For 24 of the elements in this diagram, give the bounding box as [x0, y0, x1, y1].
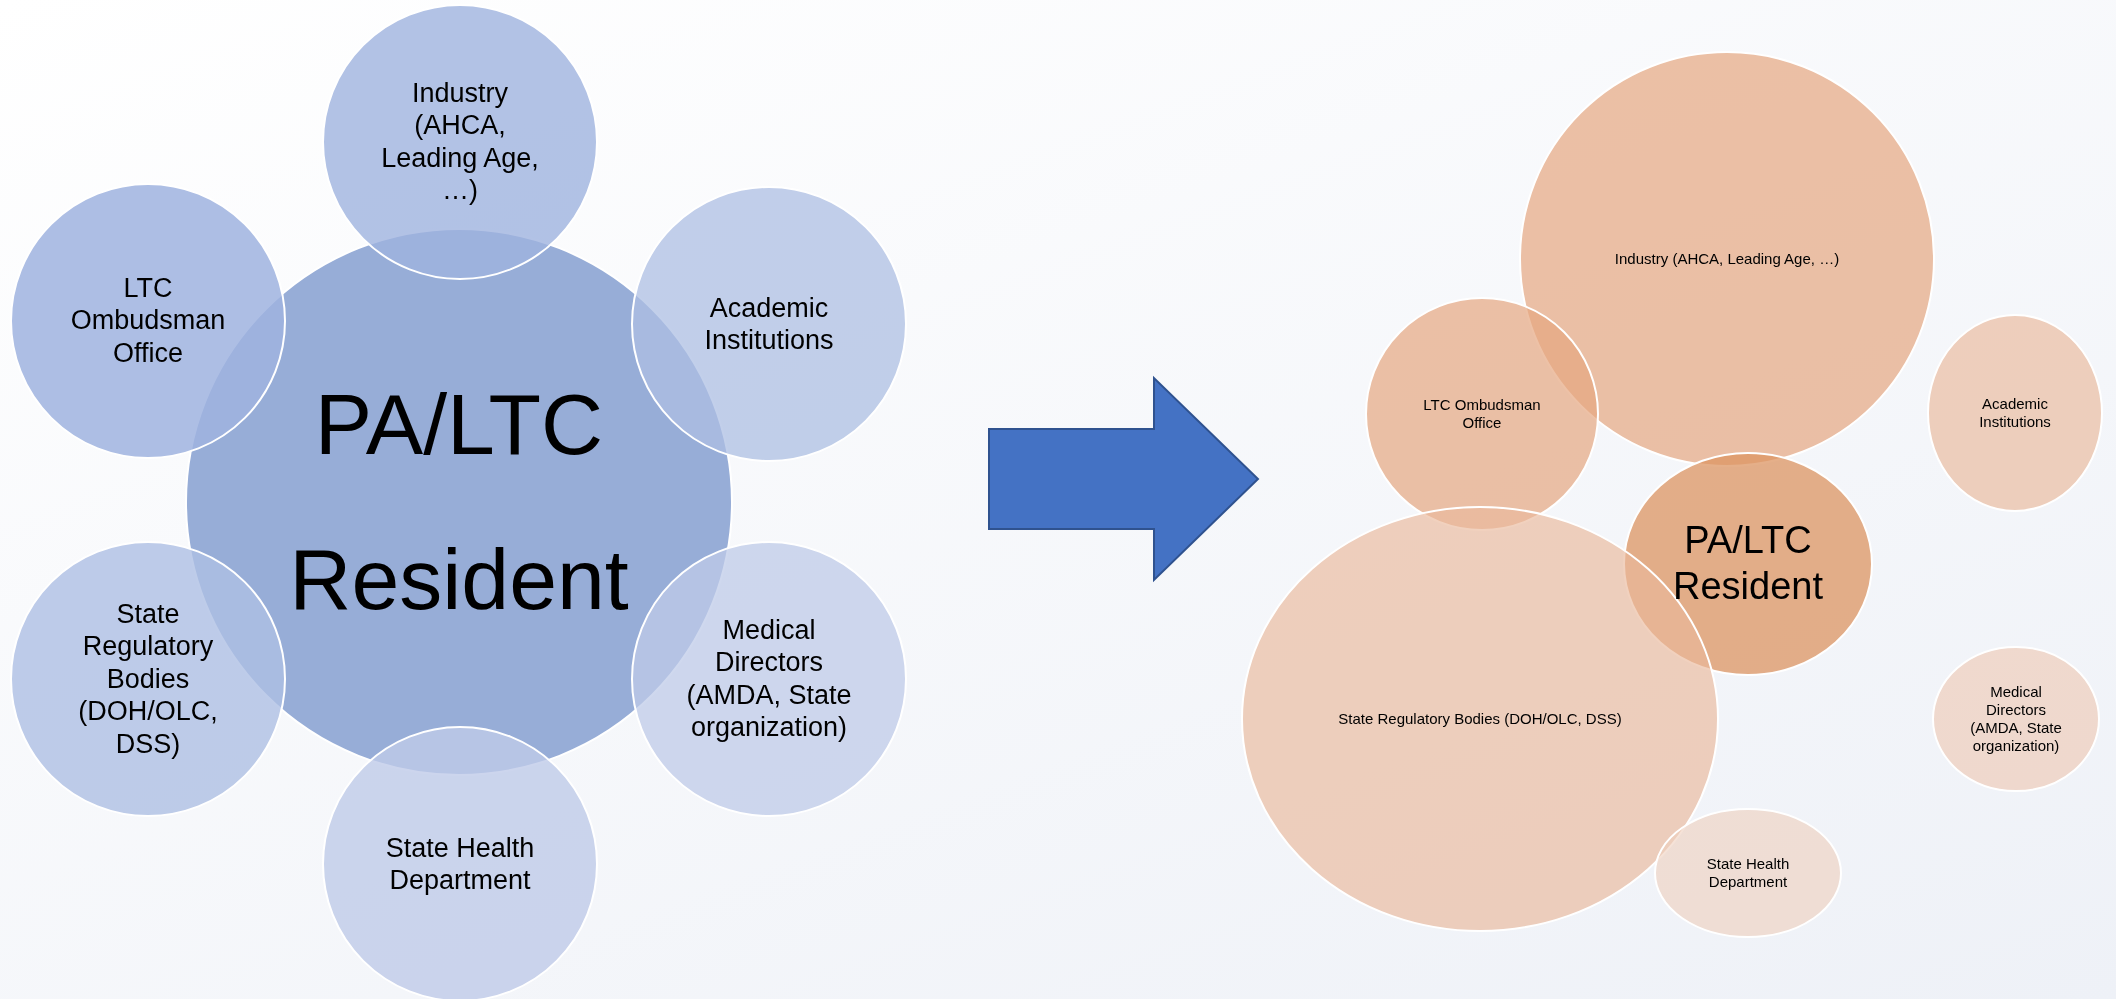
node-label: State Regulatory Bodies (DOH/OLC, DSS) [1337, 710, 1623, 728]
circle-node [631, 186, 907, 462]
circle-node [1365, 297, 1599, 531]
node-label: State Regulatory Bodies (DOH/OLC, DSS) [77, 598, 219, 760]
node-label: PA/LTC Resident [1672, 518, 1824, 609]
node-label: Medical Directors (AMDA, State organization) [1969, 683, 2063, 755]
node-label: PA/LTC Resident [288, 375, 630, 629]
circle-node [1932, 646, 2100, 792]
node-label: State Health Department [1705, 855, 1791, 891]
node-label: State Health Department [384, 831, 536, 897]
node-label: LTC Ombudsman Office [1422, 396, 1542, 432]
node-label: Academic Institutions [1978, 395, 2052, 431]
circle-node [1927, 314, 2103, 512]
circle-node [1654, 808, 1842, 938]
node-label: Industry (AHCA, Leading Age, …) [380, 77, 540, 207]
circle-node [631, 541, 907, 817]
circle-node [322, 4, 598, 280]
circle-node [1623, 452, 1873, 676]
node-label: Medical Directors (AMDA, State organization) [685, 614, 853, 744]
circle-node [10, 183, 286, 459]
node-label: LTC Ombudsman Office [69, 272, 227, 370]
node-label: Academic Institutions [703, 291, 835, 357]
circle-node [10, 541, 286, 817]
node-label: Industry (AHCA, Leading Age, …) [1613, 250, 1841, 268]
